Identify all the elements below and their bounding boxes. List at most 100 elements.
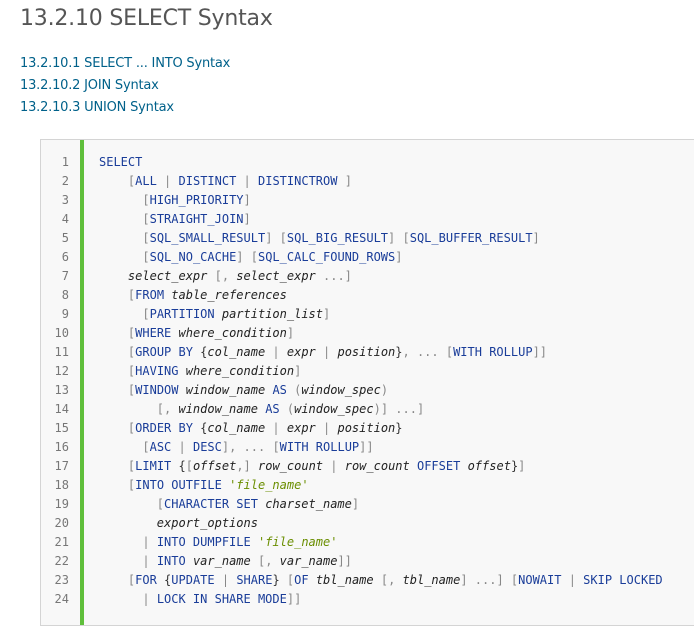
code-token: [, — [373, 573, 403, 587]
code-token: ] — [243, 212, 251, 226]
code-token: CHARACTER SET — [164, 497, 258, 511]
code-token — [99, 592, 142, 606]
code-token: [ — [127, 174, 136, 188]
code-token: PARTITION — [149, 307, 215, 321]
line-number: 13 — [54, 383, 69, 397]
link-join-syntax[interactable]: 13.2.10.2 JOIN Syntax — [20, 78, 159, 93]
code-token: , ... [ — [402, 345, 454, 359]
code-token: { — [156, 573, 172, 587]
line-number: 5 — [61, 231, 69, 245]
code-token: WITH ROLLUP — [279, 440, 360, 454]
code-token — [99, 516, 157, 530]
code-token — [171, 326, 178, 340]
code-token: | — [171, 440, 193, 454]
code-token: | — [323, 459, 345, 473]
code-token: [, — [250, 554, 280, 568]
code-token: ,] — [236, 459, 258, 473]
code-token: UPDATE — [171, 573, 215, 587]
code-token: charset_name — [265, 497, 352, 511]
code-token: col_name — [207, 421, 266, 435]
code-token: [ — [156, 497, 165, 511]
code-token: ]] — [286, 592, 302, 606]
link-union-syntax[interactable]: 13.2.10.3 UNION Syntax — [20, 100, 174, 115]
code-token — [99, 307, 142, 321]
code-token: select_expr — [236, 269, 316, 283]
code-token — [99, 212, 142, 226]
code-token — [99, 326, 128, 340]
code-token: SHARE — [236, 573, 273, 587]
code-token: SQL_BIG_RESULT — [286, 231, 389, 245]
code-token: [ — [127, 383, 136, 397]
code-token: { — [171, 459, 186, 473]
code-token: WINDOW — [135, 383, 179, 397]
code-token: } — [272, 573, 280, 587]
code-token: ] — [518, 459, 526, 473]
code-token — [99, 174, 128, 188]
code-token — [215, 307, 222, 321]
code-token — [99, 364, 128, 378]
code-token: SELECT — [99, 155, 143, 169]
code-token: OFFSET — [416, 459, 461, 473]
code-line: SELECT — [99, 153, 663, 172]
line-number: 11 — [54, 345, 69, 359]
code-token: [, — [207, 269, 237, 283]
code-token: [ — [127, 573, 136, 587]
code-token: ]] — [359, 440, 374, 454]
code-token: WITH ROLLUP — [453, 345, 533, 359]
line-number: 18 — [54, 478, 69, 492]
code-token — [179, 364, 186, 378]
code-token — [99, 231, 142, 245]
code-line: [GROUP BY {col_name | expr | position}, … — [99, 343, 663, 362]
code-token: FOR — [135, 573, 157, 587]
code-token: GROUP BY — [135, 345, 193, 359]
code-token: { — [192, 421, 208, 435]
line-number: 2 — [61, 174, 69, 188]
code-token — [99, 250, 142, 264]
code-token: | — [142, 592, 157, 606]
code-token: LIMIT — [135, 459, 172, 473]
code-token — [410, 459, 417, 473]
code-token: [ — [127, 421, 136, 435]
code-token: ] [ — [236, 250, 258, 264]
code-token: ] — [395, 250, 403, 264]
code-line: [PARTITION partition_list] — [99, 305, 663, 324]
line-number: 17 — [54, 459, 69, 473]
code-token: SQL_BUFFER_RESULT — [409, 231, 533, 245]
code-token: ]] — [337, 554, 352, 568]
code-token: row_count — [258, 459, 324, 473]
code-token: SKIP LOCKED — [583, 573, 663, 587]
line-number: 21 — [54, 535, 69, 549]
line-number: 8 — [61, 288, 69, 302]
code-token: [ — [142, 250, 150, 264]
code-token: WHERE — [135, 326, 172, 340]
code-token: SQL_SMALL_RESULT — [149, 231, 266, 245]
code-token: expr — [286, 345, 316, 359]
code-token: INTO DUMPFILE — [156, 535, 251, 549]
code-token: export_options — [156, 516, 258, 530]
link-select-into-syntax[interactable]: 13.2.10.1 SELECT ... INTO Syntax — [20, 56, 231, 71]
code-token — [99, 478, 128, 492]
code-token: )] ...] — [373, 402, 425, 416]
code-token: ALL — [135, 174, 157, 188]
code-token — [99, 497, 157, 511]
code-token: ] — [243, 193, 251, 207]
code-token: window_name — [178, 402, 258, 416]
code-token: where_condition — [185, 364, 295, 378]
code-token: } — [510, 459, 519, 473]
code-token: SQL_NO_CACHE — [149, 250, 237, 264]
code-line: [STRAIGHT_JOIN] — [99, 210, 663, 229]
line-number: 22 — [54, 554, 69, 568]
code-token: ASC — [149, 440, 172, 454]
code-token — [222, 478, 229, 492]
code-token: ...] — [315, 269, 352, 283]
code-token: | — [265, 345, 287, 359]
code-token: partition_list — [221, 307, 324, 321]
code-token: | — [265, 421, 287, 435]
code-token: NOWAIT — [518, 573, 562, 587]
code-token: ] — [323, 307, 331, 321]
code-token: offset — [192, 459, 237, 473]
code-token: select_expr — [127, 269, 208, 283]
code-token: | — [315, 421, 338, 435]
